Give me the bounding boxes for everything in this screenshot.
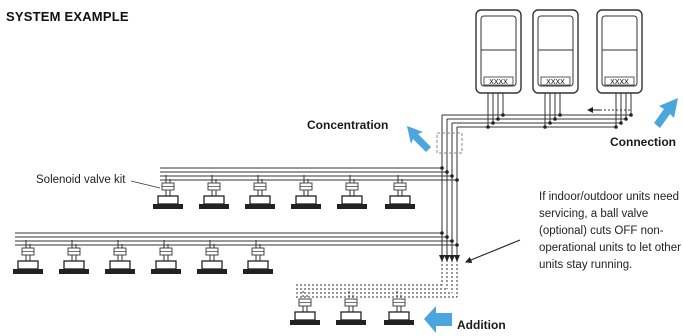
indoor-unit xyxy=(291,175,321,209)
indoor-unit xyxy=(385,175,415,209)
indoor-unit xyxy=(243,240,273,274)
ball-valve-note: If indoor/outdoor units need servicing, … xyxy=(539,191,681,271)
indoor-unit xyxy=(245,175,275,209)
addition-arrow-icon xyxy=(424,306,452,333)
indoor-unit xyxy=(197,240,227,274)
indoor-unit xyxy=(337,175,367,209)
concentration-box xyxy=(436,132,463,154)
outdoor-unit-3: XXXX xyxy=(596,9,643,94)
outdoor-unit-badge: XXXX xyxy=(610,79,629,86)
outdoor-unit-2: XXXX xyxy=(532,9,579,94)
ball-valve-arrow xyxy=(464,239,521,263)
indoor-unit xyxy=(13,240,43,274)
indoor-unit xyxy=(199,175,229,209)
indoor-unit xyxy=(336,291,366,325)
outdoor-unit-1: XXXX xyxy=(475,9,522,94)
main-trunk xyxy=(441,115,458,260)
outdoor-pipe-joints xyxy=(486,113,633,129)
concentration-arrow-icon xyxy=(407,126,431,152)
indoor-unit xyxy=(59,240,89,274)
indoor-unit xyxy=(153,175,183,209)
indoor-unit xyxy=(151,240,181,274)
outdoor-pipes xyxy=(442,93,632,128)
page-title: SYSTEM EXAMPLE xyxy=(6,9,129,24)
connection-dotted-pipes xyxy=(588,93,632,111)
outdoor-unit-badge: XXXX xyxy=(546,79,565,86)
solenoid-valve-kit-label: Solenoid valve kit xyxy=(36,174,126,186)
solenoid-leader xyxy=(130,180,161,189)
indoor-unit xyxy=(290,291,320,325)
connection-arrow-icon xyxy=(654,98,678,128)
concentration-label: Concentration xyxy=(307,118,389,132)
row1-headers xyxy=(160,167,457,181)
indoor-row-2 xyxy=(13,240,273,274)
row2-headers xyxy=(15,232,457,246)
outdoor-unit-badge: XXXX xyxy=(489,79,508,86)
indoor-row-3 xyxy=(290,291,414,325)
indoor-row-1 xyxy=(153,175,415,209)
addition-label: Addition xyxy=(457,318,506,332)
ball-valves xyxy=(439,255,460,262)
connection-label: Connection xyxy=(610,135,676,149)
indoor-unit xyxy=(384,291,414,325)
row3-headers xyxy=(296,260,458,298)
indoor-unit xyxy=(105,240,135,274)
